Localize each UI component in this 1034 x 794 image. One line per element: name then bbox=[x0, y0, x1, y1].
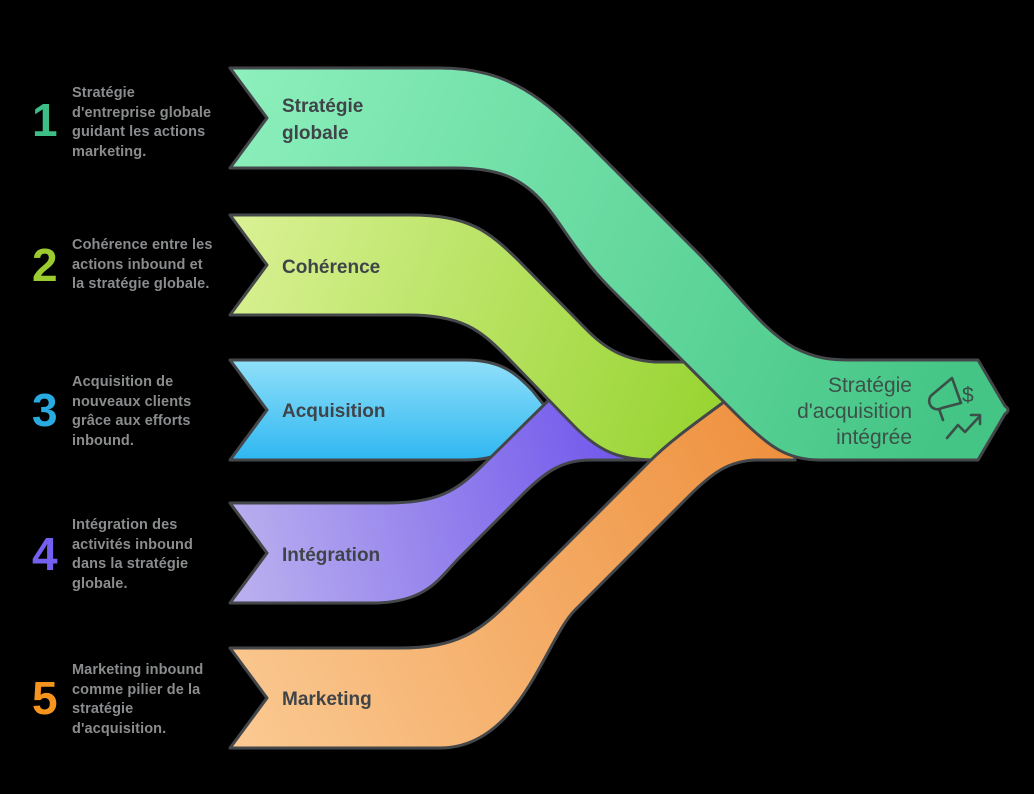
growth-arrow-icon bbox=[945, 415, 981, 440]
step-description-1: Stratégie d'entreprise globale guidant l… bbox=[72, 85, 212, 160]
step-number-1: 1 bbox=[32, 94, 58, 146]
result-label-line2: d'acquisition bbox=[797, 400, 912, 423]
band-label-strategie: Stratégie bbox=[282, 96, 363, 117]
band-label-integration: Intégration bbox=[282, 545, 380, 566]
megaphone-dollar-growth-icon: $ bbox=[927, 376, 982, 440]
result-label-line3: intégrée bbox=[836, 426, 912, 449]
step-description-5: Marketing inbound comme pilier de la str… bbox=[72, 662, 204, 737]
dollar-sign: $ bbox=[962, 384, 974, 407]
band-label-globale: globale bbox=[282, 123, 349, 144]
step-number-4: 4 bbox=[32, 528, 58, 580]
megaphone-icon bbox=[927, 376, 963, 411]
step-number-5: 5 bbox=[32, 672, 58, 724]
megaphone-handle bbox=[937, 407, 945, 422]
step-description-3: Acquisition de nouveaux clients grâce au… bbox=[72, 374, 192, 449]
step-description-2: Cohérence entre les actions inbound et l… bbox=[72, 237, 213, 292]
result-label-line1: Stratégie bbox=[828, 374, 912, 397]
band-strategie-globale-and-result-arrow bbox=[228, 66, 1010, 462]
band-integration bbox=[228, 364, 647, 605]
band-label-marketing: Marketing bbox=[282, 689, 372, 710]
growth-arrow-head bbox=[969, 413, 982, 426]
step-number-3: 3 bbox=[32, 384, 58, 436]
step-description-4: Intégration des activités inbound dans l… bbox=[72, 517, 193, 592]
result-label: Stratégie d'acquisition intégrée bbox=[797, 374, 912, 449]
band-label-acquisition: Acquisition bbox=[282, 401, 385, 422]
band-acquisition bbox=[228, 358, 550, 462]
step-number-2: 2 bbox=[32, 239, 58, 291]
band-label-coherence: Cohérence bbox=[282, 257, 380, 278]
